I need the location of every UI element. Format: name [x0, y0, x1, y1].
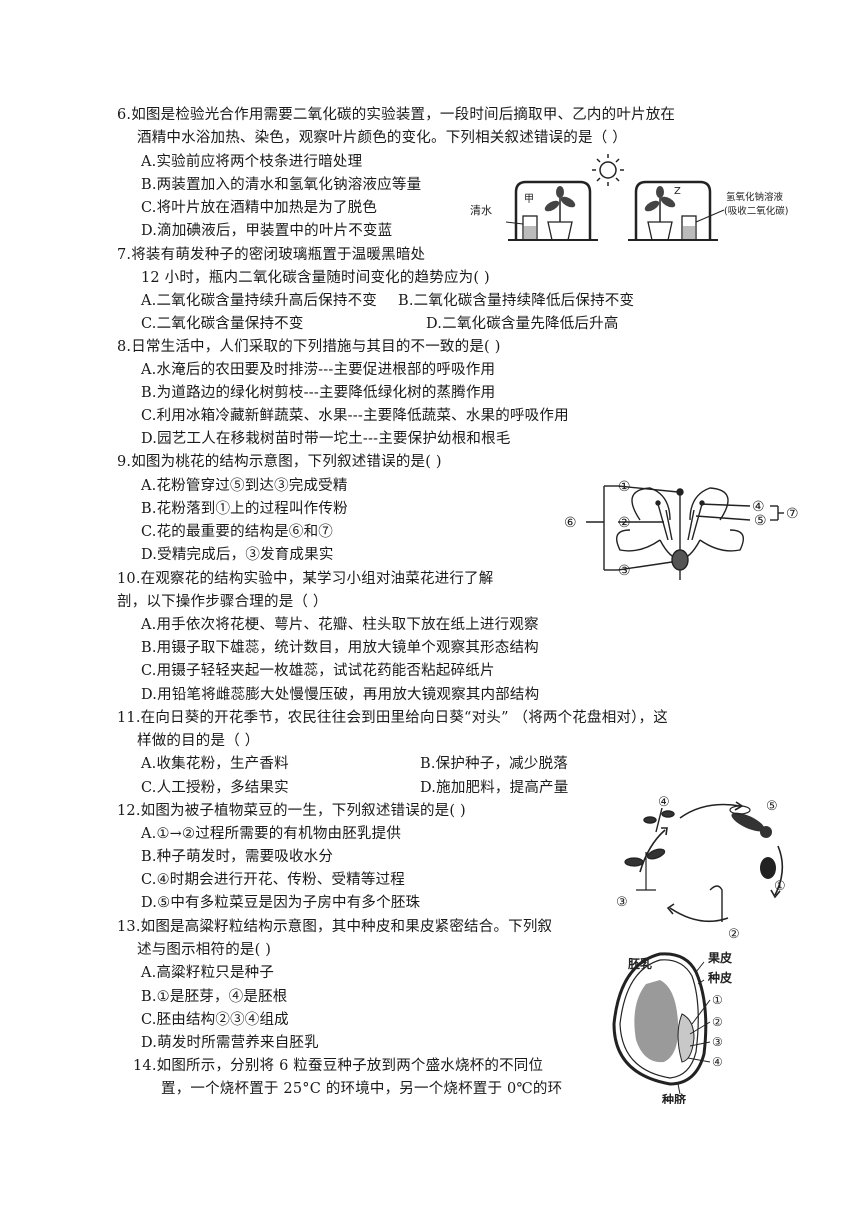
q8-option-c: C.利用冰箱冷藏新鲜蔬菜、水果---主要降低蔬菜、水果的呼吸作用	[141, 408, 569, 424]
q11-stem-line2: 样做的目的是（ ）	[137, 733, 260, 749]
q10-stem-line2: 剖，以下操作步骤合理的是（ ）	[117, 594, 328, 610]
q13-stem-line1: 13.如图是高粱籽粒结构示意图，其中种皮和果皮紧密结合。下列叙	[117, 919, 553, 935]
q13-fig-endosperm: 胚乳	[628, 956, 652, 971]
q9-fig-num-5: ⑤	[754, 513, 767, 529]
q9-option-a: A.花粉管穿过⑤到达③完成受精	[141, 478, 348, 494]
q6-stem-line1: 6.如图是检验光合作用需要二氧化碳的实验装置，一段时间后摘取甲、乙内的叶片放在	[117, 107, 676, 123]
q10-option-b: B.用镊子取下雄蕊，统计数目，用放大镜单个观察其形态结构	[141, 640, 539, 656]
q6-fig-clear-water: 清水	[470, 204, 492, 217]
sun-icon	[592, 154, 624, 186]
q11-option-c: C.人工授粉，多结果实	[141, 780, 289, 796]
q13-fig-hilum: 种脐	[661, 1092, 687, 1104]
q9-option-c: C.花的最重要的结构是⑥和⑦	[141, 524, 333, 540]
q13-fig-seedcoat: 种皮	[707, 970, 732, 985]
q6-option-a: A.实验前应将两个枝条进行暗处理	[141, 154, 363, 170]
q8-option-b: B.为道路边的绿化树剪枝---主要降低绿化树的蒸腾作用	[141, 385, 496, 401]
q9-fig-num-4: ④	[752, 499, 765, 515]
q12-fig-num-1: ①	[774, 879, 786, 894]
q7-option-a: A.二氧化碳含量持续升高后保持不变	[141, 293, 377, 309]
q9-stem: 9.如图为桃花的结构示意图，下列叙述错误的是( )	[117, 454, 442, 470]
q9-fig-num-1: ①	[618, 479, 631, 495]
q9-peach-flower-figure: ① ② ③ ④ ⑤ ⑥ ⑦	[560, 470, 810, 582]
q12-option-c: C.④时期会进行开花、传粉、受精等过程	[141, 872, 405, 888]
q9-option-d: D.受精完成后，③发育成果实	[141, 547, 334, 563]
q13-fig-num-4: ④	[712, 1055, 723, 1069]
q6-option-c: C.将叶片放在酒精中加热是为了脱色	[141, 200, 378, 216]
q7-option-b: B.二氧化碳含量持续降低后保持不变	[398, 293, 635, 309]
q13-stem-line2: 述与图示相符的是( )	[137, 942, 272, 958]
q6-experiment-figure: 甲 清水 Z 氢氧化钠溶液 (吸收二氧化碳)	[468, 152, 798, 252]
q9-fig-num-3: ③	[618, 563, 631, 579]
q13-option-b: B.①是胚芽，④是胚根	[141, 989, 288, 1005]
q7-stem-line2: 12 小时，瓶内二氧化碳含量随时间变化的趋势应为( )	[141, 270, 490, 286]
q13-sorghum-grain-figure: 胚乳 果皮 种皮 ① ② ③ ④ 种脐	[600, 944, 750, 1104]
q6-fig-label-left: 甲	[524, 194, 534, 205]
q8-option-d: D.园艺工人在移栽树苗时带一坨土---主要保护幼根和根毛	[141, 431, 511, 447]
q10-option-c: C.用镊子轻轻夹起一枚雄蕊，试试花药能否粘起碎纸片	[141, 663, 495, 679]
q11-option-d: D.施加肥料，提高产量	[420, 780, 569, 796]
q7-option-c: C.二氧化碳含量保持不变	[141, 316, 304, 332]
q7-stem-line1: 7.将装有萌发种子的密闭玻璃瓶置于温暖黑暗处	[117, 247, 426, 263]
q13-option-c: C.胚由结构②③④组成	[141, 1012, 289, 1028]
q6-fig-naoh-note: (吸收二氧化碳)	[724, 205, 788, 217]
q14-stem-line2: 置，一个烧杯置于 25°C 的环境中，另一个烧杯置于 0℃的环	[161, 1081, 563, 1097]
q9-fig-num-2: ②	[618, 515, 631, 531]
q12-bean-lifecycle-figure: ④ ⑤ ① ② ③	[610, 790, 800, 940]
q9-fig-num-6: ⑥	[564, 515, 577, 531]
q12-stem: 12.如图为被子植物菜豆的一生，下列叙述错误的是( )	[117, 803, 466, 819]
q10-option-a: A.用手依次将花梗、萼片、花瓣、柱头取下放在纸上进行观察	[141, 617, 539, 633]
q12-option-b: B.种子萌发时，需要吸收水分	[141, 849, 334, 865]
q6-option-b: B.两装置加入的清水和氢氧化钠溶液应等量	[141, 177, 422, 193]
q12-fig-num-2: ②	[728, 927, 740, 940]
q13-option-d: D.萌发时所需营养来自胚乳	[141, 1035, 319, 1051]
q11-stem-line1: 11.在向日葵的开花季节，农民往往会到田里给向日葵“对头” （将两个花盘相对），…	[117, 710, 668, 726]
q13-fig-num-2: ②	[712, 1015, 723, 1029]
q8-stem: 8.日常生活中，人们采取的下列措施与其目的不一致的是( )	[117, 339, 501, 355]
q11-option-a: A.收集花粉，生产香料	[141, 756, 289, 772]
q12-fig-num-4: ④	[658, 795, 670, 810]
q14-stem-line1: 14.如图所示，分别将 6 粒蚕豆种子放到两个盛水烧杯的不同位	[133, 1058, 544, 1074]
q6-fig-naoh: 氢氧化钠溶液	[726, 191, 784, 203]
q13-fig-num-1: ①	[712, 993, 723, 1007]
q12-option-d: D.⑤中有多粒菜豆是因为子房中有多个胚珠	[141, 895, 421, 911]
q6-fig-label-right: Z	[674, 186, 681, 197]
q7-option-d: D.二氧化碳含量先降低后升高	[426, 316, 619, 332]
q10-option-d: D.用铅笔将雌蕊膨大处慢慢压破，再用放大镜观察其内部结构	[141, 687, 540, 703]
q13-fig-pericarp: 果皮	[707, 950, 732, 965]
q12-fig-num-5: ⑤	[766, 799, 778, 814]
q10-stem-line1: 10.在观察花的结构实验中，某学习小组对油菜花进行了解	[117, 571, 494, 587]
q13-option-a: A.高粱籽粒只是种子	[141, 965, 275, 981]
q11-option-b: B.保护种子，减少脱落	[420, 756, 568, 772]
q9-option-b: B.花粉落到①上的过程叫作传粉	[141, 501, 348, 517]
q8-option-a: A.水淹后的农田要及时排涝---主要促进根部的呼吸作用	[141, 362, 496, 378]
q6-stem-line2: 酒精中水浴加热、染色，观察叶片颜色的变化。下列相关叙述错误的是（ ）	[137, 130, 627, 146]
q13-fig-num-3: ③	[712, 1035, 723, 1049]
q6-option-d: D.滴加碘液后，甲装置中的叶片不变蓝	[141, 223, 393, 239]
q12-option-a: A.①→②过程所需要的有机物由胚乳提供	[141, 826, 402, 842]
q12-fig-num-3: ③	[616, 895, 628, 910]
q9-fig-num-7: ⑦	[786, 506, 799, 522]
